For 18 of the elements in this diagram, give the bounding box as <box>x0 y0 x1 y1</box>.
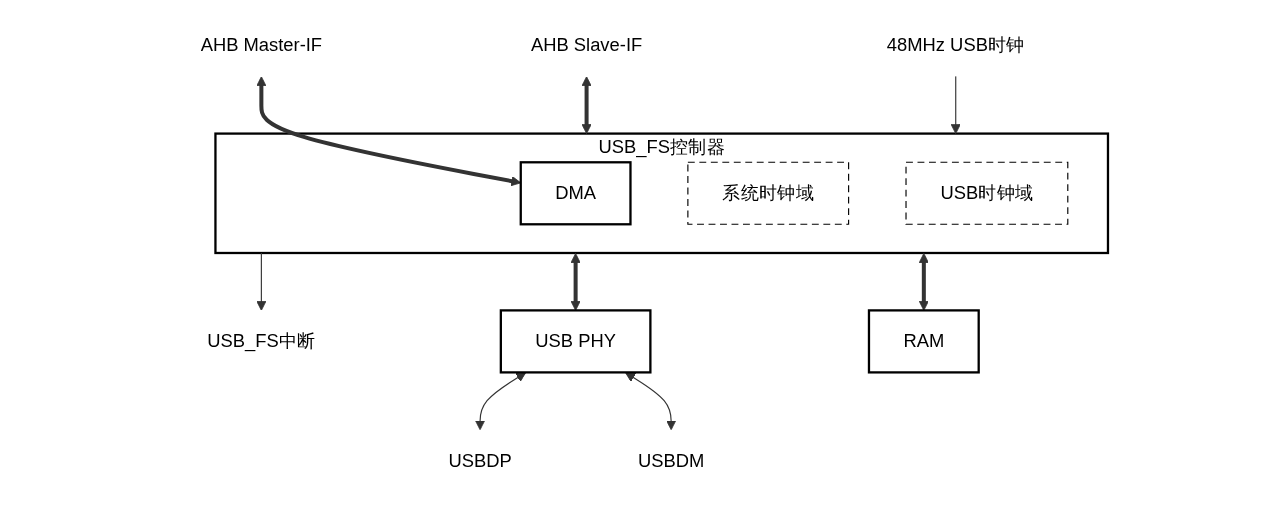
node-box: USB PHY <box>499 309 652 374</box>
node-text: 48MHz USB时钟 <box>886 34 1025 55</box>
arrow <box>625 372 677 431</box>
node-text: USB_FS中断 <box>207 331 316 351</box>
node-box: RAM <box>867 309 980 374</box>
arrow <box>581 76 592 135</box>
node-text: USBDM <box>637 450 705 470</box>
node-text: USBDP <box>448 450 512 470</box>
node-text: AHB Master-IF <box>200 34 323 55</box>
arrow <box>918 253 929 311</box>
arrow <box>570 253 581 311</box>
node-box: DMA <box>519 161 632 226</box>
arrow <box>474 372 526 431</box>
node-text: AHB Slave-IF <box>530 34 643 55</box>
arrow <box>950 75 961 135</box>
node-box: 系统时钟域 <box>687 161 850 225</box>
node-box: USB时钟域 <box>905 161 1069 225</box>
arrow <box>256 252 267 311</box>
